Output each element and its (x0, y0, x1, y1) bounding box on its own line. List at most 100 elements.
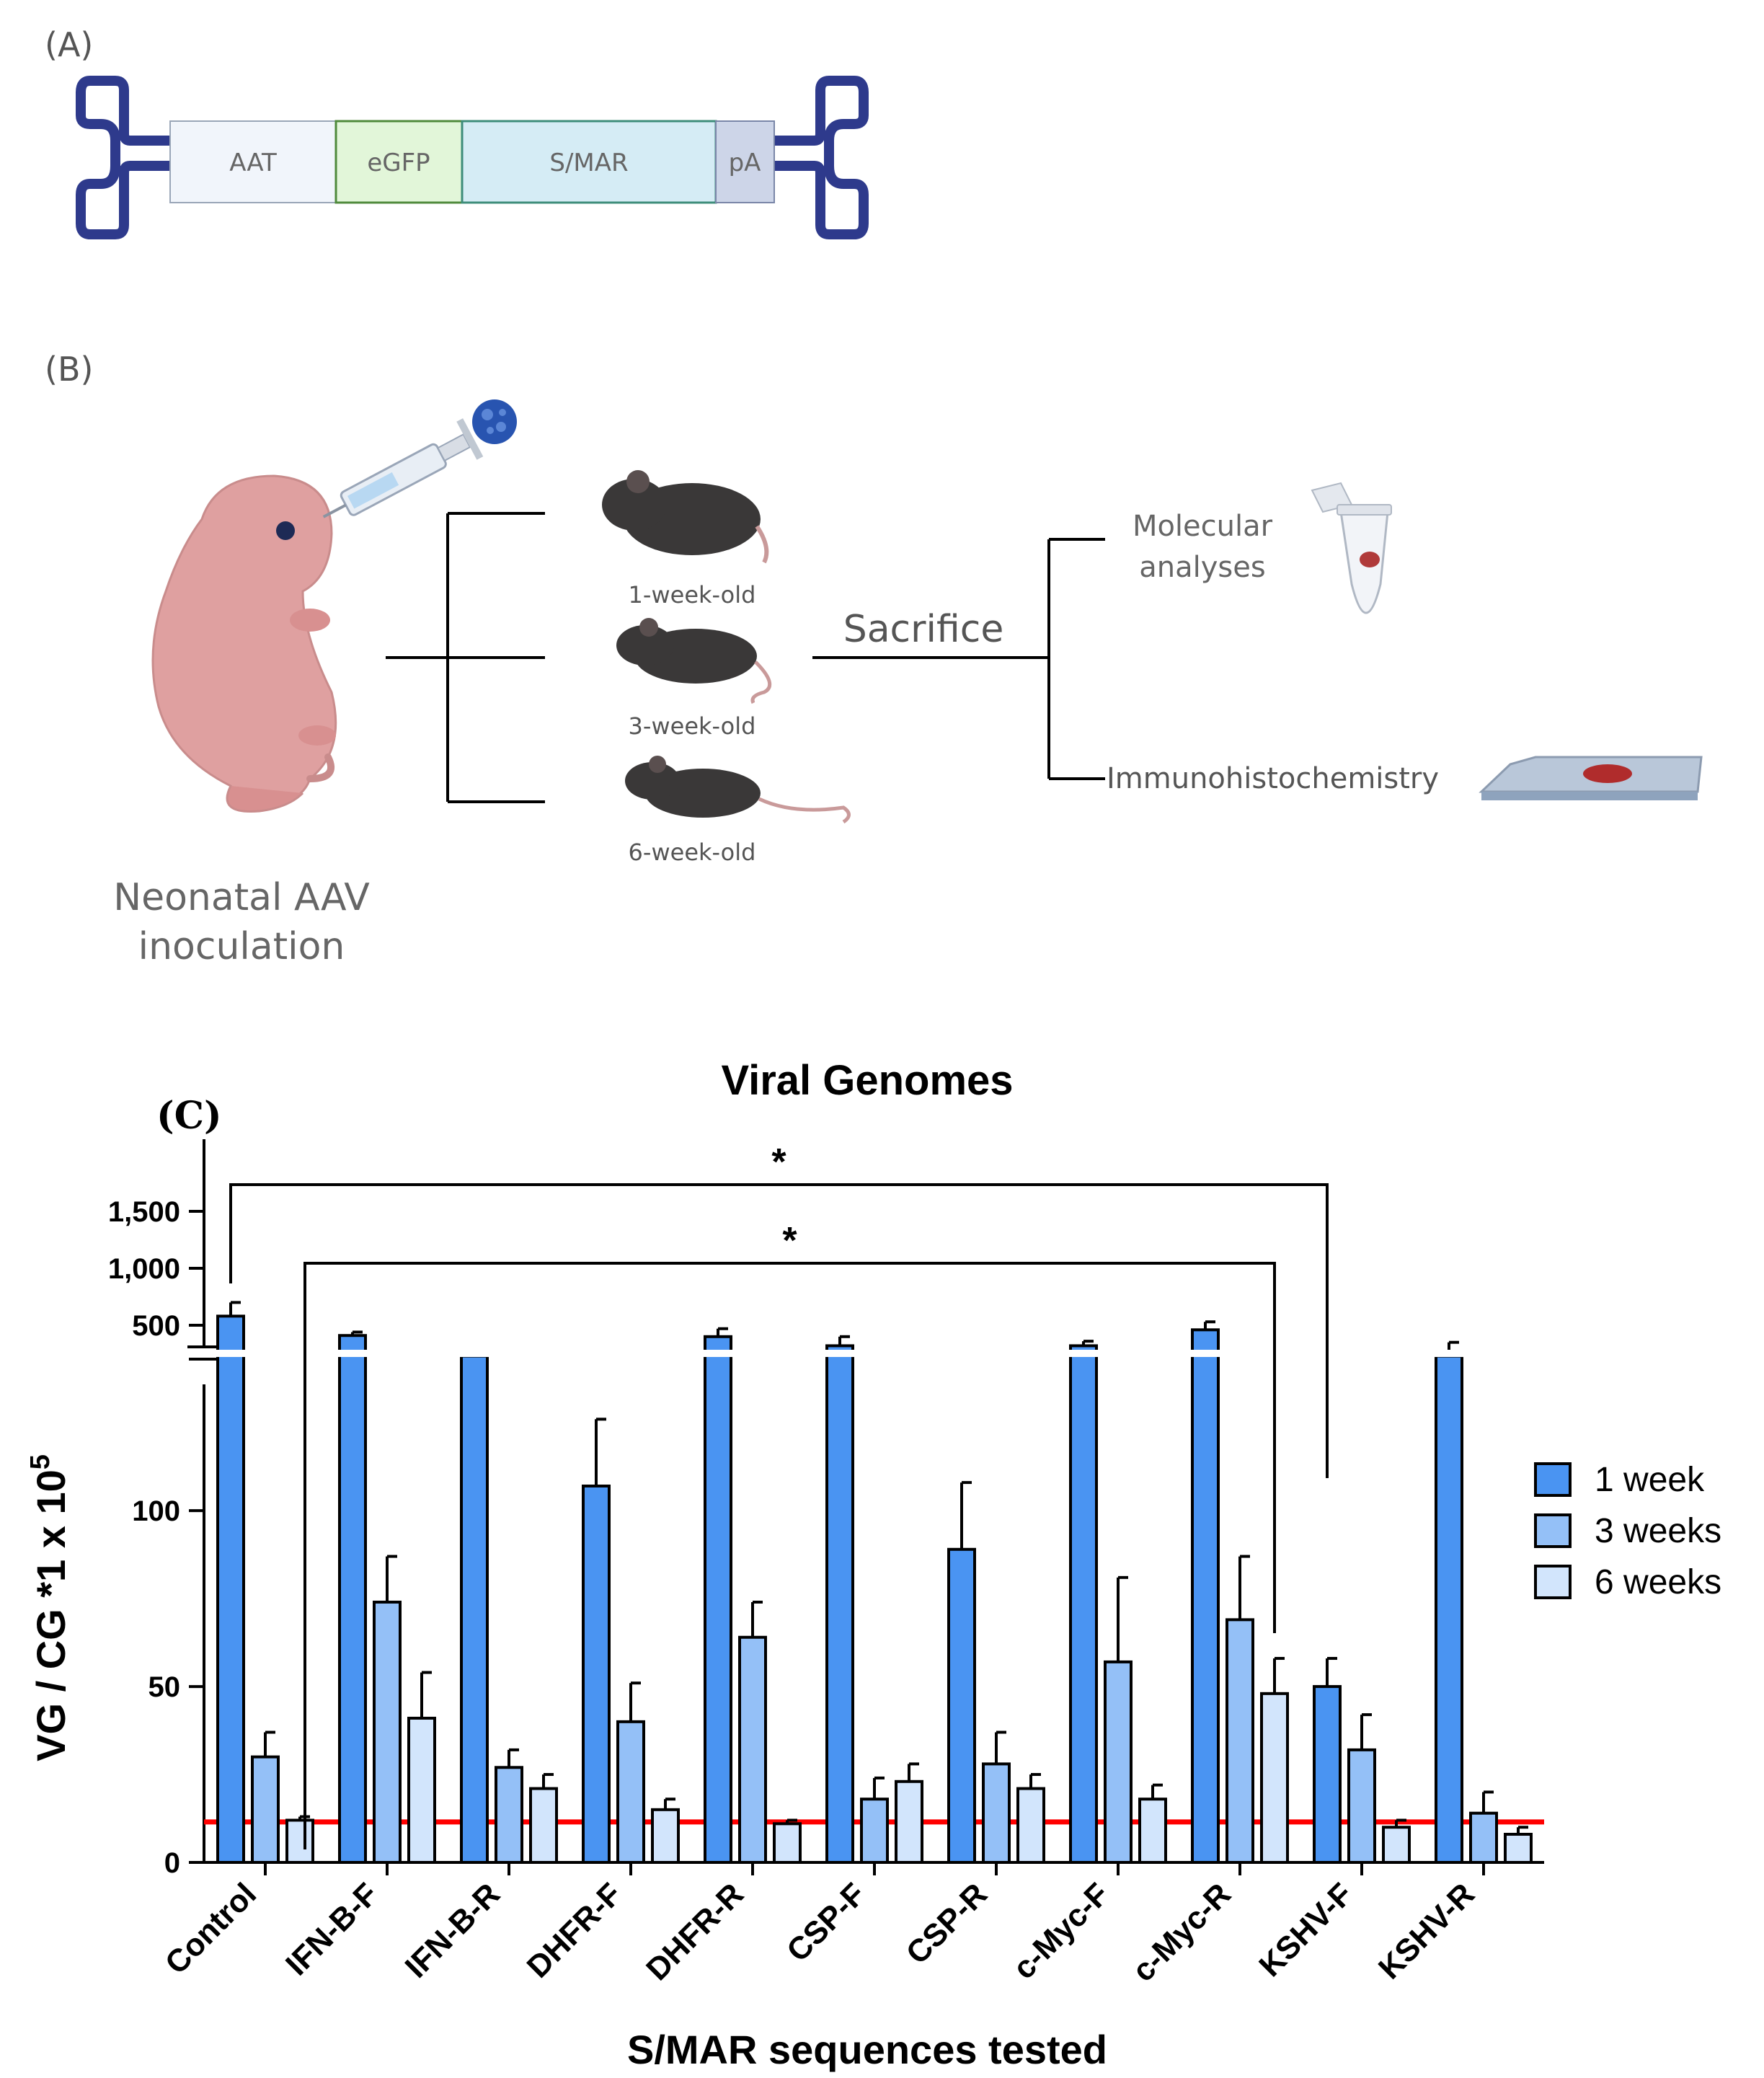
bar-csp-r-6-weeks (1016, 1787, 1045, 1865)
bar-series (206, 1301, 1544, 1865)
y-tick-label: 1,000 (108, 1253, 180, 1285)
chart-legend: 1 week 3 weeks 6 weeks (1534, 1461, 1721, 1601)
bar-control-3-weeks (251, 1755, 280, 1864)
x-tick-label: IFN-B-F (279, 1876, 385, 1982)
bar-ifn-b-r-3-weeks (495, 1766, 523, 1864)
right-itr-hairpin (769, 76, 869, 239)
significance-bracket (229, 1183, 1329, 1478)
molecular-label-line2: analyses (1139, 551, 1265, 584)
x-tick-label: KSHV-F (1252, 1876, 1360, 1984)
legend-swatch (1534, 1462, 1572, 1497)
mouse-6-week-icon (625, 756, 851, 824)
bar-c-myc-f-1-week (1069, 1344, 1098, 1864)
legend-label: 3 weeks (1595, 1512, 1721, 1550)
y-tick-label: 500 (132, 1310, 180, 1342)
left-itr-hairpin (76, 76, 175, 239)
bar-ifn-b-f-6-weeks (407, 1716, 436, 1864)
y-axis-label-superscript: 5 (25, 1454, 56, 1469)
bar-control-1-week (216, 1314, 245, 1864)
x-tick-label: KSHV-R (1372, 1876, 1481, 1986)
smar-segment (461, 120, 717, 204)
chart-title: Viral Genomes (721, 1057, 1013, 1104)
tube-icon (1311, 482, 1392, 614)
age-bracket (386, 512, 545, 803)
y-tick-label: 0 (164, 1847, 180, 1879)
bar-ifn-b-r-1-week (460, 1354, 489, 1865)
bar-csp-r-1-week (947, 1547, 976, 1864)
x-tick-label: c-Myc-R (1125, 1876, 1238, 1989)
y-tick-label: 1,500 (108, 1196, 180, 1228)
bar-c-myc-r-3-weeks (1226, 1618, 1254, 1865)
bar-c-myc-r-1-week (1191, 1328, 1220, 1864)
bar-c-myc-f-6-weeks (1138, 1798, 1167, 1865)
bar-kshv-f-3-weeks (1347, 1748, 1376, 1865)
egfp-label: eGFP (367, 149, 430, 177)
bar-dhfr-f-1-week (582, 1484, 611, 1865)
mouse-3-week-icon (616, 618, 772, 704)
bar-kshv-f-6-weeks (1382, 1826, 1411, 1865)
legend-swatch (1534, 1565, 1572, 1599)
bar-dhfr-r-6-weeks (773, 1822, 802, 1864)
age-label-6: 6-week-old (629, 839, 756, 866)
y-axis-ticks: 0 50 100 500 1,000 1,500 (108, 1196, 204, 1879)
y-tick-label: 100 (132, 1495, 180, 1527)
significance-brackets: ** (229, 1141, 1329, 1849)
bar-dhfr-r-1-week (704, 1335, 732, 1865)
pa-label: pA (729, 149, 761, 177)
y-axis-label-text: VG / CG *1 x 10 (28, 1469, 74, 1761)
significance-bracket (303, 1262, 1276, 1849)
x-tick-label: CSP-R (900, 1876, 994, 1971)
bar-kshv-r-3-weeks (1469, 1811, 1498, 1864)
bar-kshv-f-1-week (1313, 1685, 1342, 1865)
y-axis-label: VG / CG *1 x 105 (25, 1454, 74, 1761)
bar-dhfr-f-6-weeks (651, 1808, 680, 1865)
inoculation-label-line1: Neonatal AAV (113, 876, 370, 919)
x-tick-label: IFN-B-R (399, 1876, 507, 1984)
sacrifice-branch (812, 538, 1105, 780)
smar-label: S/MAR (549, 149, 628, 177)
bar-kshv-r-6-weeks (1504, 1832, 1533, 1865)
x-tick-label: CSP-F (780, 1876, 872, 1968)
x-axis-label: S/MAR sequences tested (627, 2027, 1107, 2072)
bar-kshv-r-1-week (1435, 1354, 1463, 1865)
molecular-label-line1: Molecular (1133, 510, 1273, 543)
bar-csp-f-6-weeks (895, 1779, 923, 1865)
pa-segment (715, 120, 775, 203)
syringe-icon (322, 418, 484, 518)
bar-c-myc-f-3-weeks (1104, 1660, 1133, 1864)
inoculation-label-line2: inoculation (138, 925, 345, 968)
bar-dhfr-f-3-weeks (616, 1720, 645, 1865)
x-tick-label: c-Myc-F (1006, 1876, 1116, 1986)
axis-break-band (206, 1350, 1544, 1357)
legend-label: 6 weeks (1595, 1563, 1721, 1601)
panel-b-label: (B) (45, 350, 93, 389)
ihc-label: Immunohistochemistry (1107, 762, 1439, 795)
bar-csp-f-1-week (825, 1344, 854, 1864)
aat-segment (169, 120, 337, 203)
x-tick-label: DHFR-F (520, 1876, 629, 1984)
x-tick-label: DHFR-R (639, 1876, 750, 1987)
significance-star: * (771, 1141, 786, 1183)
x-tick-label: Control (159, 1876, 263, 1981)
bar-control-6-weeks (285, 1818, 314, 1864)
mouse-1-week-icon (602, 470, 769, 564)
bar-ifn-b-f-1-week (338, 1334, 367, 1864)
panel-c-label: (C) (156, 1094, 222, 1138)
egfp-segment (334, 120, 464, 204)
panel-a-label: (A) (45, 25, 93, 64)
age-label-1: 1-week-old (629, 581, 756, 609)
legend-swatch (1534, 1513, 1572, 1548)
aav-particle-icon (472, 399, 517, 444)
legend-label: 1 week (1595, 1461, 1705, 1499)
bar-dhfr-r-3-weeks (738, 1635, 767, 1865)
slide-icon (1479, 756, 1703, 800)
bar-ifn-b-r-6-weeks (529, 1787, 558, 1865)
neonatal-pup-illustration (151, 474, 337, 813)
y-tick-label: 50 (149, 1671, 181, 1703)
age-label-3: 3-week-old (629, 712, 756, 740)
significance-star: * (782, 1220, 797, 1262)
sacrifice-label: Sacrifice (843, 608, 1004, 651)
bar-c-myc-r-6-weeks (1260, 1692, 1289, 1865)
